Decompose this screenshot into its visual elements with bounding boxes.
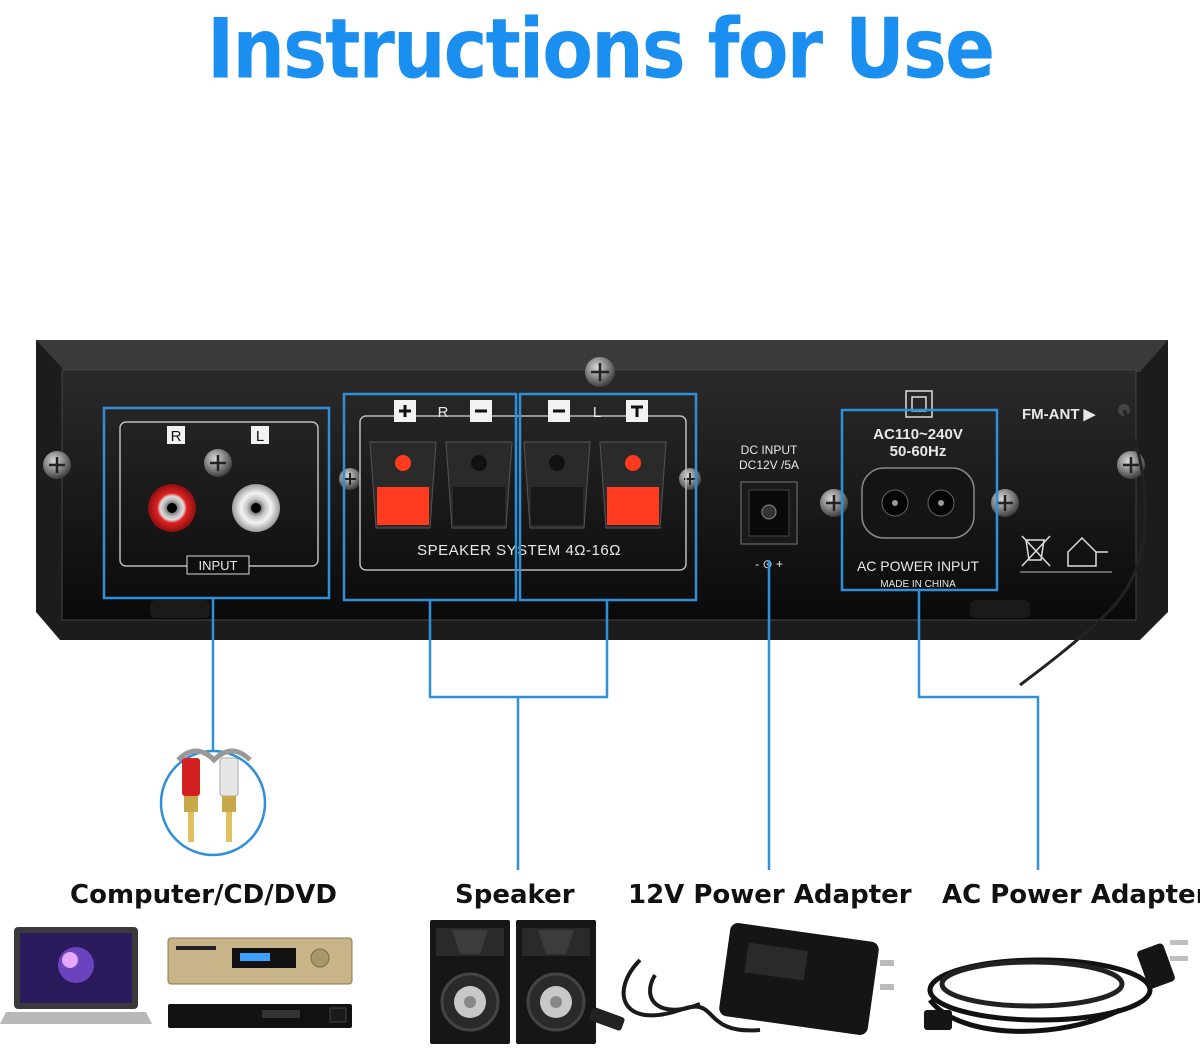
page-title: Instructions for Use (206, 1, 995, 98)
speaker-label: Speaker (455, 880, 575, 910)
terminal-r-minus (445, 441, 513, 529)
computer-cd-dvd-label: Computer/CD/DVD (70, 880, 337, 910)
rca-cable-icon (176, 748, 252, 842)
terminal-l-minus (523, 441, 591, 529)
ac-adapter-label: AC Power Adapter (942, 880, 1200, 910)
speaker-l-label: L (593, 404, 601, 421)
ac-range-label: AC110~240V (873, 426, 963, 443)
speaker-terminals: R L SPEAKER SYSTEM 4Ω-16Ω (359, 400, 687, 571)
fm-antenna: FM-ANT ▶ (1019, 404, 1147, 687)
indoor-use-icon (1067, 536, 1108, 567)
callout-lines (102, 392, 1040, 870)
input-l-label: L (256, 428, 264, 445)
terminal-r-plus (369, 441, 437, 529)
speaker-r-label: R (438, 404, 449, 421)
ac-freq-label: 50-60Hz (890, 443, 947, 460)
input-highlight-box (102, 406, 331, 600)
laptop-icon (0, 927, 152, 1024)
dc-rating-label: DC12V /5A (739, 458, 799, 472)
dc-input-jack: DC INPUT DC12V /5A - ⊙ + (739, 443, 799, 571)
dc-adapter-icon (589, 923, 894, 1035)
rca-cable-circle (159, 749, 267, 857)
fm-ant-label: FM-ANT ▶ (1022, 406, 1097, 423)
ac-power-input-label: AC POWER INPUT (857, 558, 980, 574)
ac-cable-icon (924, 940, 1188, 1034)
dvd-player-icon (168, 1004, 352, 1028)
speakers-icon (430, 920, 596, 1044)
made-in-label: MADE IN CHINA (880, 579, 956, 590)
dc-input-label: DC INPUT (741, 443, 798, 457)
terminal-l-plus (599, 441, 667, 529)
ac-power-input: AC110~240V 50-60Hz AC POWER INPUT MADE I… (857, 390, 980, 590)
dc-adapter-label: 12V Power Adapter (628, 880, 912, 910)
cd-player-icon (167, 937, 353, 985)
rca-input-section: R L INPUT (119, 421, 319, 575)
input-r-label: R (171, 428, 182, 445)
input-label: INPUT (199, 558, 238, 573)
weee-bin-icon (1021, 535, 1051, 567)
